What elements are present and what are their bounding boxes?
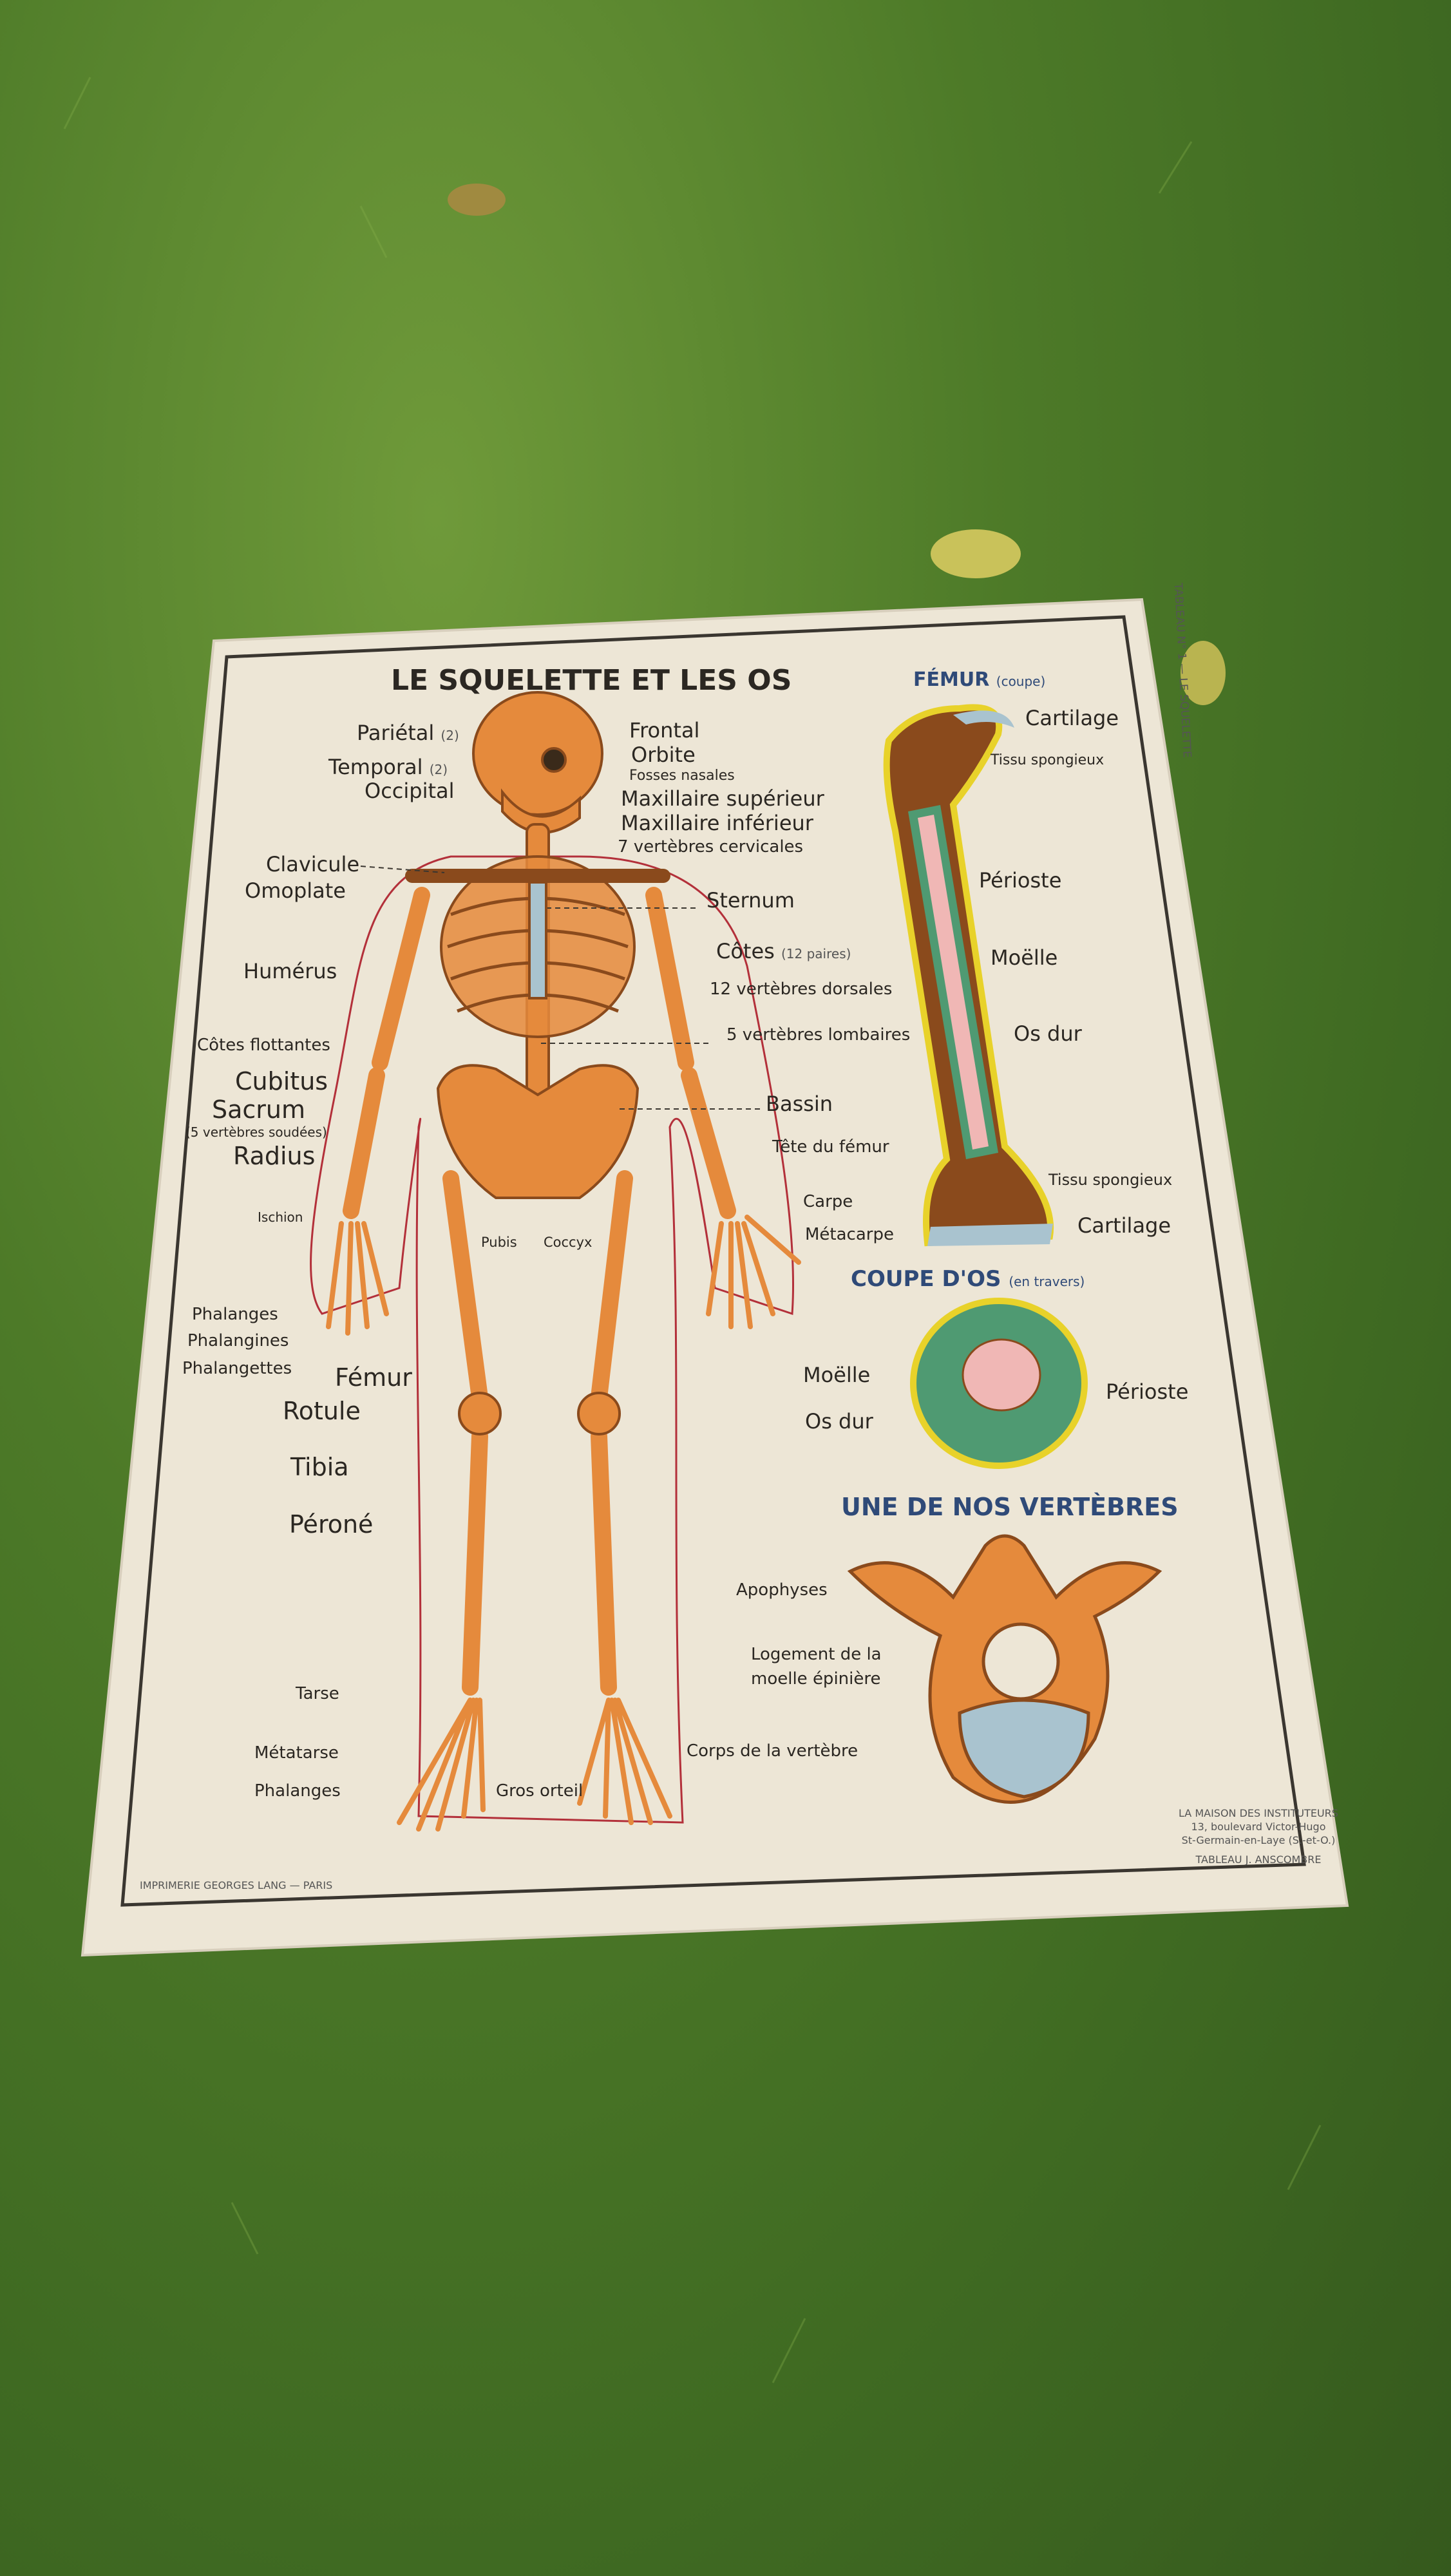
cross-section-heading: COUPE D'OS (en travers) xyxy=(851,1266,1085,1292)
label-radius: Radius xyxy=(233,1142,316,1170)
tibia-right xyxy=(591,1428,617,1696)
label-dorsales: 12 vertèbres dorsales xyxy=(710,980,893,999)
label-tete-femur: Tête du fémur xyxy=(772,1137,889,1157)
label-tarse: Tarse xyxy=(296,1684,339,1703)
leaf xyxy=(1181,641,1226,705)
label-apophyses: Apophyses xyxy=(736,1580,828,1600)
label-cubitus: Cubitus xyxy=(235,1067,328,1095)
label-cotes: Côtes (12 paires) xyxy=(716,939,851,963)
femur-left xyxy=(442,1170,488,1406)
label-perioste: Périoste xyxy=(979,868,1062,893)
label-rotule: Rotule xyxy=(283,1397,361,1425)
jaw xyxy=(501,788,581,834)
label-tissu-spongieux-top: Tissu spongieux xyxy=(991,752,1105,768)
label-occipital: Occipital xyxy=(365,779,455,803)
label-sacrum-note: (5 vertèbres soudées) xyxy=(185,1124,327,1140)
label-cross-moelle: Moëlle xyxy=(803,1363,871,1387)
label-os-dur: Os dur xyxy=(1014,1021,1082,1046)
label-maxillaire-superieur: Maxillaire supérieur xyxy=(621,786,824,811)
forearm-left xyxy=(343,1067,385,1219)
femur-heading: FÉMUR (coupe) xyxy=(913,668,1046,691)
label-humerus: Humérus xyxy=(243,959,337,983)
label-omoplate: Omoplate xyxy=(245,878,346,903)
foot-right xyxy=(577,1698,672,1825)
vertebra-illustration xyxy=(847,1534,1162,1804)
label-cartilage-bottom: Cartilage xyxy=(1077,1213,1171,1238)
label-cotes-flottantes: Côtes flottantes xyxy=(197,1036,330,1055)
label-metatarse: Métatarse xyxy=(254,1743,339,1763)
femur-right xyxy=(591,1170,633,1406)
label-sternum: Sternum xyxy=(707,888,795,913)
poster-title: LE SQUELETTE ET LES OS xyxy=(391,664,792,697)
cartilage-bottom xyxy=(927,1224,1053,1246)
label-pubis: Pubis xyxy=(481,1235,517,1250)
label-lombaires: 5 vertèbres lombaires xyxy=(726,1025,911,1045)
label-logement-1: Logement de la xyxy=(751,1645,882,1664)
label-cervicales: 7 vertèbres cervicales xyxy=(618,837,804,857)
pelvis xyxy=(436,1064,640,1199)
printer-credit: IMPRIMERIE GEORGES LANG — PARIS xyxy=(140,1879,333,1891)
label-gros-orteil: Gros orteil xyxy=(496,1781,583,1801)
humerus-right xyxy=(645,887,694,1071)
hand-left xyxy=(326,1221,389,1336)
label-cartilage-top: Cartilage xyxy=(1025,706,1119,730)
forearm-right xyxy=(681,1067,736,1219)
skull xyxy=(472,691,603,816)
knee-left xyxy=(458,1392,502,1435)
label-fosses-nasales: Fosses nasales xyxy=(629,768,735,784)
label-phalangettes: Phalangettes xyxy=(182,1359,292,1378)
label-metacarpe: Métacarpe xyxy=(805,1225,894,1244)
label-carpe: Carpe xyxy=(803,1192,853,1211)
humerus-left xyxy=(372,887,430,1071)
label-clavicule: Clavicule xyxy=(266,852,360,876)
label-parietal: Pariétal (2) xyxy=(357,721,459,745)
hand-right xyxy=(706,1215,801,1329)
label-moelle: Moëlle xyxy=(991,945,1058,970)
label-phalanges-hand: Phalanges xyxy=(192,1305,278,1324)
label-cross-os-dur: Os dur xyxy=(805,1409,873,1434)
label-tissu-spongieux-bottom: Tissu spongieux xyxy=(1048,1171,1173,1189)
label-temporal: Temporal (2) xyxy=(328,755,448,779)
label-ischion: Ischion xyxy=(258,1209,303,1225)
label-cross-perioste: Périoste xyxy=(1106,1379,1189,1404)
vertebra-heading: UNE DE NOS VERTÈBRES xyxy=(841,1493,1179,1521)
marrow xyxy=(918,815,989,1150)
label-corps-vertebre: Corps de la vertèbre xyxy=(687,1741,858,1761)
body-outline xyxy=(310,855,795,1824)
label-maxillaire-inferieur: Maxillaire inférieur xyxy=(621,811,813,835)
label-bassin: Bassin xyxy=(766,1092,833,1116)
tibia-left xyxy=(462,1428,488,1696)
label-sacrum: Sacrum xyxy=(212,1095,306,1124)
cartilage-top xyxy=(953,710,1014,728)
label-phalanges-foot: Phalanges xyxy=(254,1781,341,1801)
cross-section-marrow xyxy=(962,1338,1041,1412)
knee-right xyxy=(577,1392,621,1435)
leaf xyxy=(448,184,506,216)
label-phalangines: Phalangines xyxy=(187,1331,289,1350)
label-logement-2: moelle épinière xyxy=(751,1669,881,1689)
label-femur: Fémur xyxy=(335,1363,412,1392)
label-orbite: Orbite xyxy=(631,743,696,767)
label-coccyx: Coccyx xyxy=(544,1235,593,1250)
label-perone: Péroné xyxy=(289,1510,374,1539)
label-frontal: Frontal xyxy=(629,718,700,743)
label-tibia: Tibia xyxy=(290,1453,349,1481)
foot-left xyxy=(397,1698,486,1832)
orbit xyxy=(541,747,567,773)
publisher-credit: LA MAISON DES INSTITUTEURS 13, boulevard… xyxy=(1179,1807,1338,1866)
leaf xyxy=(931,529,1021,578)
